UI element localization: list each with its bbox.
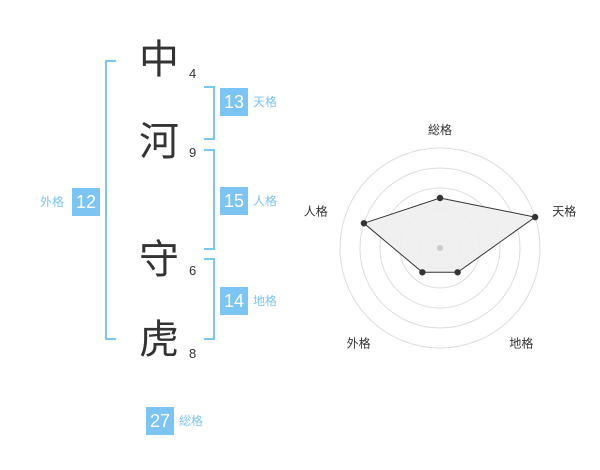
radar-grid-ring — [379, 187, 501, 309]
radar-axis-label-3: 地格 — [509, 335, 533, 350]
name-char-2: 河 — [139, 119, 179, 165]
gaikaku-value-badge: 12 — [72, 188, 100, 216]
soukaku-value-badge: 27 — [146, 407, 174, 435]
stroke-count-1: 4 — [189, 66, 197, 81]
radar-grid-ring — [339, 147, 541, 349]
chikaku-value-badge: 14 — [220, 287, 248, 315]
radar-point-3 — [454, 269, 461, 276]
chikaku-label: 地格 — [253, 294, 278, 308]
radar-point-1 — [436, 194, 444, 202]
name-char-1: 中 — [139, 37, 179, 83]
radar-axis-label-1: 総格 — [428, 122, 452, 137]
stroke-count-2: 9 — [189, 145, 197, 160]
name-char-3: 守 — [139, 237, 179, 283]
soukaku-label: 総格 — [179, 414, 204, 428]
tenkaku-bracket — [204, 86, 215, 140]
jinkaku-bracket — [204, 149, 215, 250]
radar-series-area — [362, 197, 537, 273]
radar-grid-ring — [359, 167, 521, 329]
radar-center-dot — [437, 245, 443, 251]
radar-point-5 — [360, 220, 368, 227]
jinkaku-value-badge: 15 — [220, 187, 248, 215]
chikaku-bracket — [204, 258, 215, 340]
tenkaku-label: 天格 — [253, 95, 278, 109]
name-char-4: 虎 — [139, 317, 179, 363]
gaikaku-label: 外格 — [40, 195, 65, 209]
radar-axis-label-2: 天格 — [552, 204, 576, 219]
gaikaku-bracket — [105, 60, 116, 340]
stroke-count-3: 6 — [189, 263, 197, 278]
tenkaku-value-badge: 13 — [220, 88, 248, 116]
radar-axis-label-5: 人格 — [304, 204, 328, 219]
radar-axis-label-4: 外格 — [347, 335, 371, 350]
stroke-count-4: 8 — [189, 346, 197, 361]
jinkaku-label: 人格 — [253, 194, 278, 208]
radar-point-2 — [531, 213, 539, 221]
radar-point-4 — [419, 269, 426, 276]
